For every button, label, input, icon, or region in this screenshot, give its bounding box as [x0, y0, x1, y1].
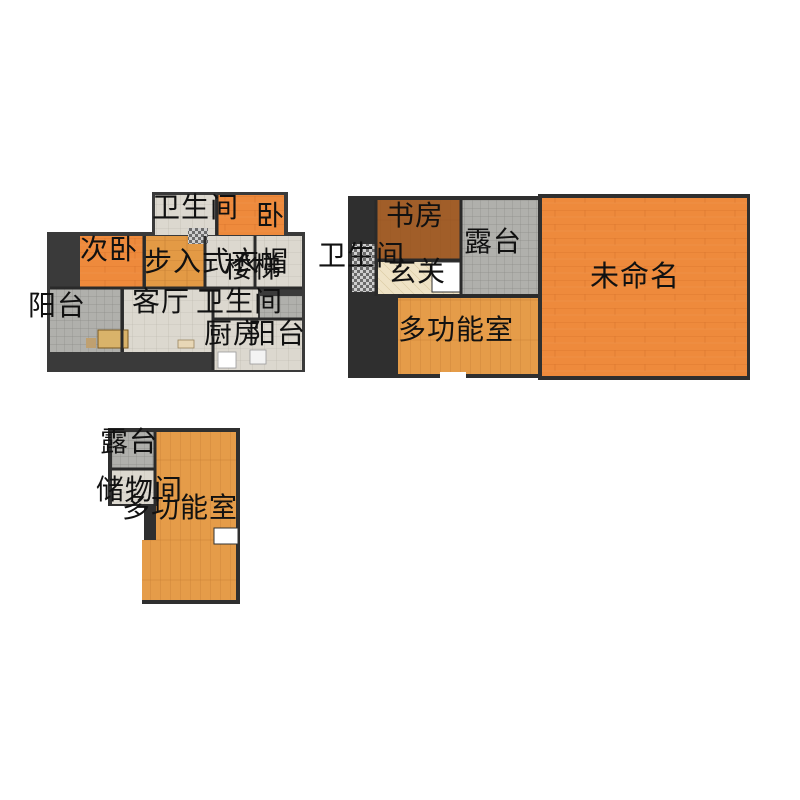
room-label-bathroom-3: 卫生间: [318, 239, 406, 272]
upper-left-unit: [47, 192, 305, 372]
service-balcony-floor: [260, 296, 302, 318]
sink-icon: [217, 351, 237, 369]
multifunction-room-1-floor: [398, 298, 540, 374]
room-label-multifunction-2: 多功能室: [122, 491, 239, 524]
stair-opening-icon: [213, 527, 239, 545]
room-label-kitchen: 厨房: [204, 317, 263, 350]
multifunction-room-2-floor: [156, 432, 236, 600]
bedroom-floor: [218, 195, 284, 235]
second-bedroom-floor: [80, 236, 144, 288]
room-label-balcony: 阳台: [28, 289, 87, 322]
room-label-service-balcony: 阳台: [248, 317, 307, 350]
bathroom-1-mat: [188, 228, 208, 244]
room-label-terrace-1: 露台: [464, 225, 523, 258]
room-label-stairs: 楼梯: [224, 251, 283, 284]
room-label-walk-in-closet: 步入式衣帽: [144, 245, 290, 278]
living-room-floor: [124, 288, 212, 352]
walk-in-closet-floor: [146, 236, 204, 288]
room-label-terrace-2: 露台: [100, 425, 159, 458]
stair-floor: [256, 236, 302, 288]
terrace-1-floor: [462, 200, 540, 294]
bathroom-2-floor: [214, 288, 258, 318]
unnamed-room-floor: [542, 198, 747, 376]
bathroom-3-floor: [352, 244, 376, 292]
foyer-cabinet-icon: [431, 261, 461, 293]
side-table-icon: [86, 338, 96, 348]
tv-cabinet-icon: [177, 339, 195, 349]
room-label-multifunction-1: 多功能室: [398, 313, 515, 346]
lower-unit: [104, 428, 240, 606]
room-label-bathroom-2: 卫生间: [196, 285, 284, 318]
room-label-foyer: 玄关: [388, 255, 447, 288]
room-label-second-bedroom: 次卧: [80, 233, 139, 266]
room-label-bedroom: 卧: [256, 199, 286, 232]
room-label-living-room: 客厅: [132, 285, 191, 318]
toilet-icon: [249, 349, 267, 365]
room-label-storage: 储物间: [96, 473, 184, 506]
room-label-unnamed: 未命名: [590, 259, 681, 293]
hall-floor: [206, 236, 254, 288]
room-label-study: 书房: [386, 199, 445, 232]
storage-room-floor: [112, 470, 154, 504]
large-room: [538, 194, 750, 380]
upper-middle-unit: [348, 196, 544, 380]
room-label-bathroom-1: 卫生间: [152, 191, 240, 224]
terrace-2-floor: [112, 432, 154, 468]
